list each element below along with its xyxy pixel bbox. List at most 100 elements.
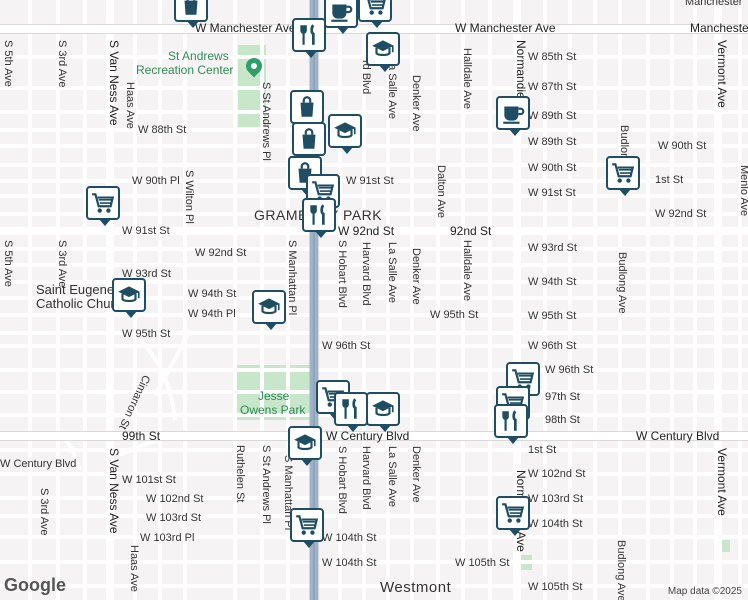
street-label-w-95th-st: W 94th Pl [188, 308, 236, 320]
shopping-cart-icon [500, 500, 526, 526]
street-label-w-91st-st-mid: W 91st St [346, 175, 394, 187]
street-label-s-van-ness-ave: S Van Ness Ave [107, 40, 121, 126]
street-label-w-92nd-st-east: W 92nd St [655, 208, 707, 220]
marker-cart-top[interactable] [358, 0, 392, 28]
street-label-s-5th-ave-top: S 5th Ave [2, 40, 14, 87]
street-label-halldale-ave-top: Halldale Ave [461, 48, 473, 109]
minor-streets-v [28, 0, 742, 600]
marker-shop-90[interactable] [292, 122, 326, 162]
marker-coffee-top[interactable] [324, 0, 358, 34]
street-label-w-90th-st-mid: W 89th St [528, 136, 577, 148]
restaurant-icon [338, 396, 364, 422]
street-label-w-102nd-st-east: W 102nd St [528, 468, 586, 480]
street-label-w-91st-st-far: W 91st St [528, 187, 576, 199]
marker-restaurant-jesse[interactable] [334, 392, 368, 432]
school-icon [332, 118, 358, 144]
street-label-w-95th-st-mid: W 95th St [430, 309, 479, 321]
restaurant-icon [306, 202, 332, 228]
marker-coffee-89[interactable] [496, 96, 530, 136]
marker-cart-91-west[interactable] [86, 186, 120, 226]
marker-shop-89[interactable] [290, 90, 324, 130]
street-label-w-96th-st: W 95th St [122, 328, 171, 340]
street-label-w-91st-st-west: W 90th Pl [132, 175, 180, 187]
marker-school-jesse[interactable] [366, 392, 400, 432]
school-icon [370, 396, 396, 422]
poi-label-st-andrews-line1[interactable]: St Andrews [168, 49, 229, 63]
street-label-w-104th-st-east: W 104th St [528, 518, 583, 530]
shopping-cart-icon [362, 0, 388, 18]
poi-label-saint-eugene-line1[interactable]: Saint Eugene [36, 282, 115, 297]
school-icon [116, 282, 142, 308]
street-label-w-94th-st: W 93rd St [122, 268, 171, 280]
marker-cart-104-east[interactable] [496, 496, 530, 536]
street-label-s-3rd-ave-top: S 3rd Ave [56, 40, 68, 88]
street-label-w-96th-st-east: W 96th St [528, 340, 577, 352]
street-label-w-98th-st: 97th St [545, 391, 580, 403]
street-label-s-wilton-pl: S Wilton Pl [183, 170, 195, 224]
marker-restaurant-99[interactable] [494, 404, 528, 444]
street-label-w-89th-st-east: W 89th St [528, 110, 577, 122]
street-label-w-90th-pl: W 90th St [528, 162, 577, 174]
poi-label-jesse-owens-line2[interactable]: Owens Park [240, 403, 306, 417]
marker-cart-91-east[interactable] [606, 156, 640, 196]
street-label-vermont-ave: Vermont Ave [715, 40, 729, 108]
street-label-w-94th-pl: W 94th St [188, 288, 237, 300]
street-label-s-3rd-ave-mid: S 3rd Ave [56, 240, 68, 288]
google-logo: Google [4, 575, 66, 595]
marker-school-century[interactable] [288, 426, 322, 466]
street-label-w-105th-st-east: W 105th St [455, 557, 510, 569]
street-label-budlong-ave-lower: Budlong Ave [615, 540, 627, 600]
poi-label-saint-eugene-line2[interactable]: Catholic Church [36, 296, 129, 311]
marker-school-87th[interactable] [366, 32, 400, 72]
poi-label-jesse-owens-line1[interactable]: Jesse [258, 389, 290, 403]
school-icon [256, 294, 282, 320]
street-label-ruthelen-st: Ruthelen St [234, 445, 246, 503]
street-label-w-103rd-st-west: W 102nd St [146, 493, 204, 505]
marker-restaurant-92[interactable] [302, 198, 336, 238]
marker-shop-top-left[interactable] [174, 0, 208, 28]
street-label-w-91st-st-east: 1st St [655, 174, 684, 186]
street-label-denker-ave-lower: Denker Ave [410, 446, 422, 503]
street-label-w-88th-st: W 87th St [528, 81, 577, 93]
street-label-w-92nd-st-center: 92nd St [450, 224, 492, 238]
street-label-harvard-blvd-lower: Harvard Blvd [360, 446, 372, 510]
street-label-denker-ave-top: Denker Ave [410, 75, 422, 132]
marker-school-94th[interactable] [252, 290, 286, 330]
street-label-la-salle-ave-lower: La Salle Ave [386, 446, 398, 507]
street-label-w-95th-st-east: W 95th St [528, 310, 577, 322]
street-label-w-94th-st-east: W 94th St [528, 276, 577, 288]
school-icon [370, 36, 396, 62]
street-label-w-102nd-st-west: W 101st St [122, 474, 176, 486]
street-label-w-104th-st-mid: W 104th St [322, 532, 377, 544]
street-label-w-103rd-st-east: W 103rd St [528, 493, 584, 505]
street-label-manchester-east: W Manchester Ave [455, 21, 556, 35]
marker-cart-104[interactable] [290, 508, 324, 548]
street-label-w-93rd-st: W 92nd St [195, 247, 247, 259]
poi-label-st-andrews-line2[interactable]: Recreation Center [136, 63, 234, 77]
street-label-w-93rd-st-east: W 93rd St [528, 242, 577, 254]
neighborhood-label-westmont: Westmont [380, 579, 452, 596]
street-label-w-96th-st-mid: W 96th St [322, 340, 371, 352]
marker-restaurant-top[interactable] [292, 18, 326, 58]
shopping-cart-icon [294, 512, 320, 538]
street-label-w-105th-st: W 104th St [322, 557, 377, 569]
street-label-w-106th-st: W 105th St [528, 581, 583, 593]
shopping-bag-icon [178, 0, 204, 18]
street-label-s-manhattan-pl: S Manhattan Pl [286, 240, 298, 316]
street-label-harvard-blvd: Harvard Blvd [360, 242, 372, 306]
street-label-w-99th-st: 98th St [545, 414, 580, 426]
street-label-w-101st-st-east: 1st St [528, 444, 557, 456]
street-label-w-manchester-ave: W Manchester Ave [195, 21, 296, 35]
shopping-bag-icon [296, 126, 322, 152]
school-icon [292, 430, 318, 456]
marker-school-89[interactable] [328, 114, 362, 154]
street-label-halldale-ave: Halldale Ave [461, 240, 473, 301]
street-label-budlong-ave: Budlong Ave [616, 252, 628, 314]
street-label-w-century-blvd-mid: W Century Blvd [326, 429, 410, 443]
marker-school-saint-eugene[interactable] [112, 278, 146, 318]
small-park-area-2 [722, 540, 730, 552]
street-label-w-101st-st-west: W Century Blvd [0, 458, 77, 470]
street-label-vermont-ave-lower: Vermont Ave [715, 448, 729, 516]
street-label-la-salle-ave: La Salle Ave [386, 242, 398, 303]
